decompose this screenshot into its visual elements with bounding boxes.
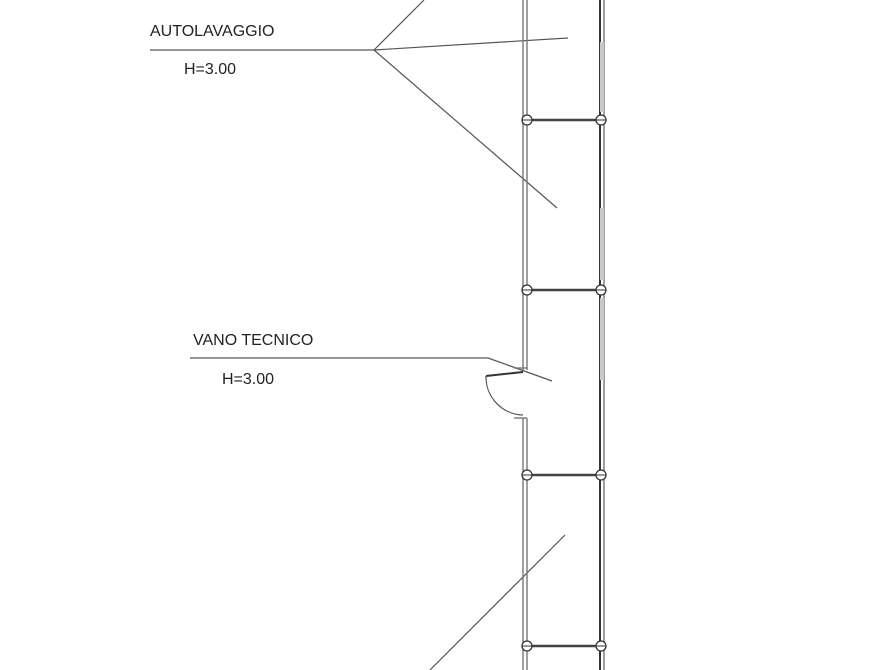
diagonal-line-lower-left bbox=[429, 534, 566, 670]
autolavaggio-height: H=3.00 bbox=[184, 61, 236, 78]
vano-tecnico-height: H=3.00 bbox=[222, 371, 274, 388]
beam-4 bbox=[521, 640, 607, 652]
autolavaggio-title: AUTOLAVAGGIO bbox=[150, 23, 274, 40]
label-autolavaggio: AUTOLAVAGGIO H=3.00 bbox=[150, 0, 569, 209]
lower-leader-lines bbox=[429, 534, 566, 670]
label-vano-tecnico: VANO TECNICO H=3.00 bbox=[190, 332, 553, 388]
beam-1 bbox=[521, 114, 607, 126]
vano-tecnico-leader bbox=[487, 357, 553, 382]
beam-2 bbox=[521, 284, 607, 296]
vano-tecnico-title: VANO TECNICO bbox=[193, 332, 313, 349]
beam-3 bbox=[521, 469, 607, 481]
door-swing-arc bbox=[485, 375, 524, 416]
autolavaggio-leader-right bbox=[373, 37, 569, 51]
autolavaggio-leader-down bbox=[373, 49, 558, 209]
autolavaggio-leader-up bbox=[373, 0, 425, 51]
door-leaf bbox=[485, 371, 524, 377]
door-vano-tecnico bbox=[485, 367, 527, 419]
building-walls bbox=[522, 0, 605, 670]
